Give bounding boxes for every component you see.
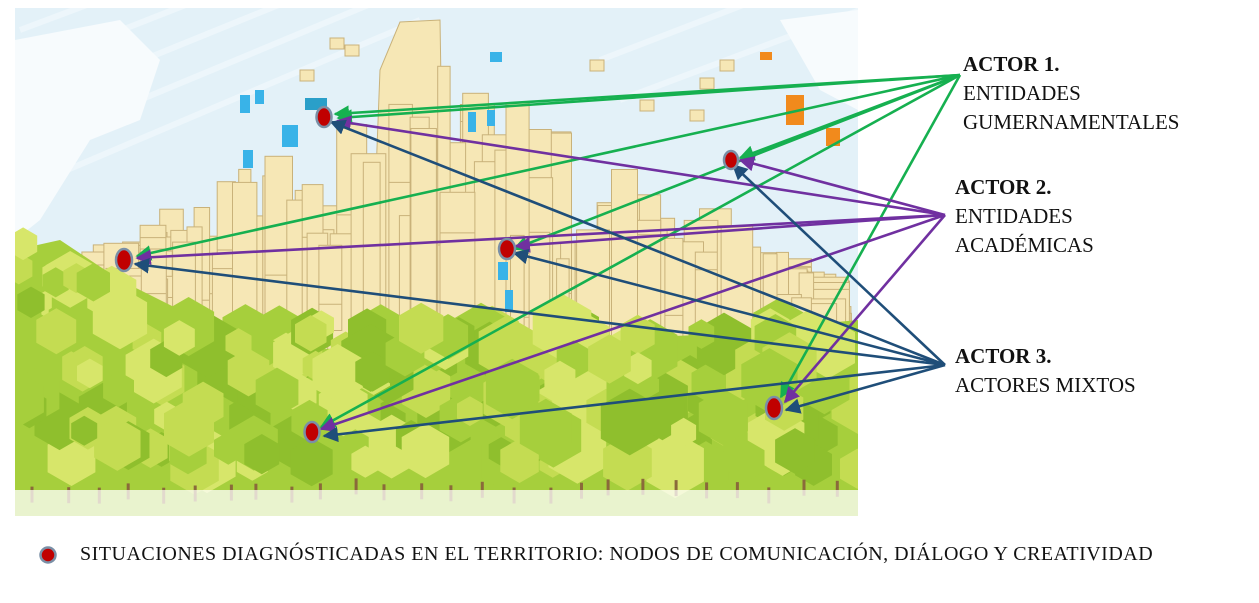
legend-text: SITUACIONES DIAGNÓSTICADAS EN EL TERRITO…	[80, 543, 1154, 565]
node-marker	[303, 420, 321, 444]
building	[664, 237, 684, 340]
tree-trunk	[835, 480, 839, 497]
tree-canopy	[17, 286, 45, 318]
tree-canopy	[351, 445, 380, 478]
tree-trunk	[674, 480, 678, 497]
node-marker	[114, 247, 134, 273]
tree-canopy	[255, 367, 299, 417]
building-cube	[344, 44, 360, 57]
tree-canopy	[544, 360, 576, 397]
building-cube	[299, 69, 315, 82]
building-cube	[699, 77, 715, 90]
arrow-actor1-node6	[779, 74, 962, 399]
cloud-shape	[15, 20, 160, 240]
cloud-shape	[780, 10, 858, 110]
tree-canopy	[295, 315, 327, 352]
actor-3-label: ACTOR 3. ACTORES MIXTOS	[955, 342, 1136, 400]
arrow-actor2-node6	[783, 214, 946, 404]
arrow-actor2-node1	[335, 115, 946, 217]
tree-trunk	[802, 479, 806, 496]
arrow-actor1-node5	[319, 73, 961, 429]
tree-trunk	[354, 478, 358, 495]
actor-1-title: ACTOR 1.	[963, 52, 1060, 76]
tree-canopy	[103, 371, 134, 407]
tree-canopy	[496, 363, 540, 414]
actor-3-title: ACTOR 3.	[955, 344, 1052, 368]
tree-canopy	[401, 423, 450, 479]
node-marker-icon	[39, 546, 57, 564]
actor-1-label: ACTOR 1. ENTIDADES GUMERNAMENTALES	[963, 50, 1179, 137]
tree-canopy	[399, 302, 444, 354]
tree-canopy	[728, 439, 765, 482]
building-cube	[589, 59, 605, 72]
arrow-actor2-node2	[738, 156, 946, 217]
arrow-actor3-node6	[784, 363, 946, 414]
arrow-actor1-node1b	[336, 73, 961, 125]
actor-1-line-2: GUMERNAMENTALES	[963, 110, 1180, 134]
tree-canopy	[214, 431, 243, 465]
building-cube	[329, 37, 345, 50]
tree-trunk	[641, 478, 645, 495]
tree-canopy	[698, 388, 748, 446]
building-cube	[689, 109, 705, 122]
tree-canopy	[646, 431, 704, 499]
tree-canopy	[775, 428, 815, 474]
tree-canopy	[312, 344, 363, 403]
tree-trunk	[480, 481, 484, 498]
tree-canopy	[671, 417, 697, 447]
tree-canopy	[77, 358, 103, 389]
arrow-actor3-node1	[329, 119, 946, 367]
arrow-actor3-node5	[322, 363, 946, 443]
tree-canopy	[76, 263, 110, 302]
actor-2-line-1: ENTIDADES	[955, 204, 1073, 228]
tree-trunk	[606, 479, 610, 496]
arrow-actor3-node3	[133, 257, 946, 367]
actor-3-line-1: ACTORES MIXTOS	[955, 373, 1136, 397]
building-cube	[719, 59, 735, 72]
tree-canopy	[588, 334, 631, 384]
building-cube	[639, 99, 655, 112]
arrow-actor3-node4	[512, 248, 946, 367]
node-marker	[764, 395, 784, 421]
node-marker	[722, 149, 740, 171]
actor-2-line-2: ACADÉMICAS	[955, 233, 1094, 257]
actor-2-title: ACTOR 2.	[955, 175, 1052, 199]
tree-canopy	[164, 398, 214, 457]
tree-canopy	[355, 351, 390, 392]
tree-canopy	[519, 398, 572, 459]
tree-canopy	[71, 415, 98, 446]
arrow-actor3-node2	[731, 163, 946, 366]
forest	[15, 227, 858, 516]
actor-2-label: ACTOR 2. ENTIDADES ACADÉMICAS	[955, 173, 1094, 260]
node-marker	[315, 105, 333, 129]
tree-canopy	[290, 437, 333, 487]
tree-canopy	[36, 308, 77, 355]
arrow-actor2-node3	[135, 213, 946, 266]
arrow-actor2-node4	[514, 213, 946, 253]
actor-1-line-1: ENTIDADES	[963, 81, 1081, 105]
arrow-actor1-node3	[135, 73, 961, 261]
tree-canopy	[15, 227, 38, 261]
tree-canopy	[15, 373, 44, 426]
arrow-actor2-node5	[319, 213, 946, 432]
ground-fade	[15, 490, 858, 516]
tree-canopy	[500, 438, 539, 483]
tree-canopy	[15, 252, 33, 285]
node-marker	[497, 237, 517, 261]
tree-canopy	[624, 352, 652, 385]
tree-canopy	[840, 448, 858, 489]
tree-canopy	[94, 417, 141, 471]
tree-canopy	[42, 267, 69, 298]
tree-canopy	[244, 434, 280, 475]
diagnosed-situation-nodes	[114, 105, 784, 444]
tree-canopy	[163, 320, 195, 356]
